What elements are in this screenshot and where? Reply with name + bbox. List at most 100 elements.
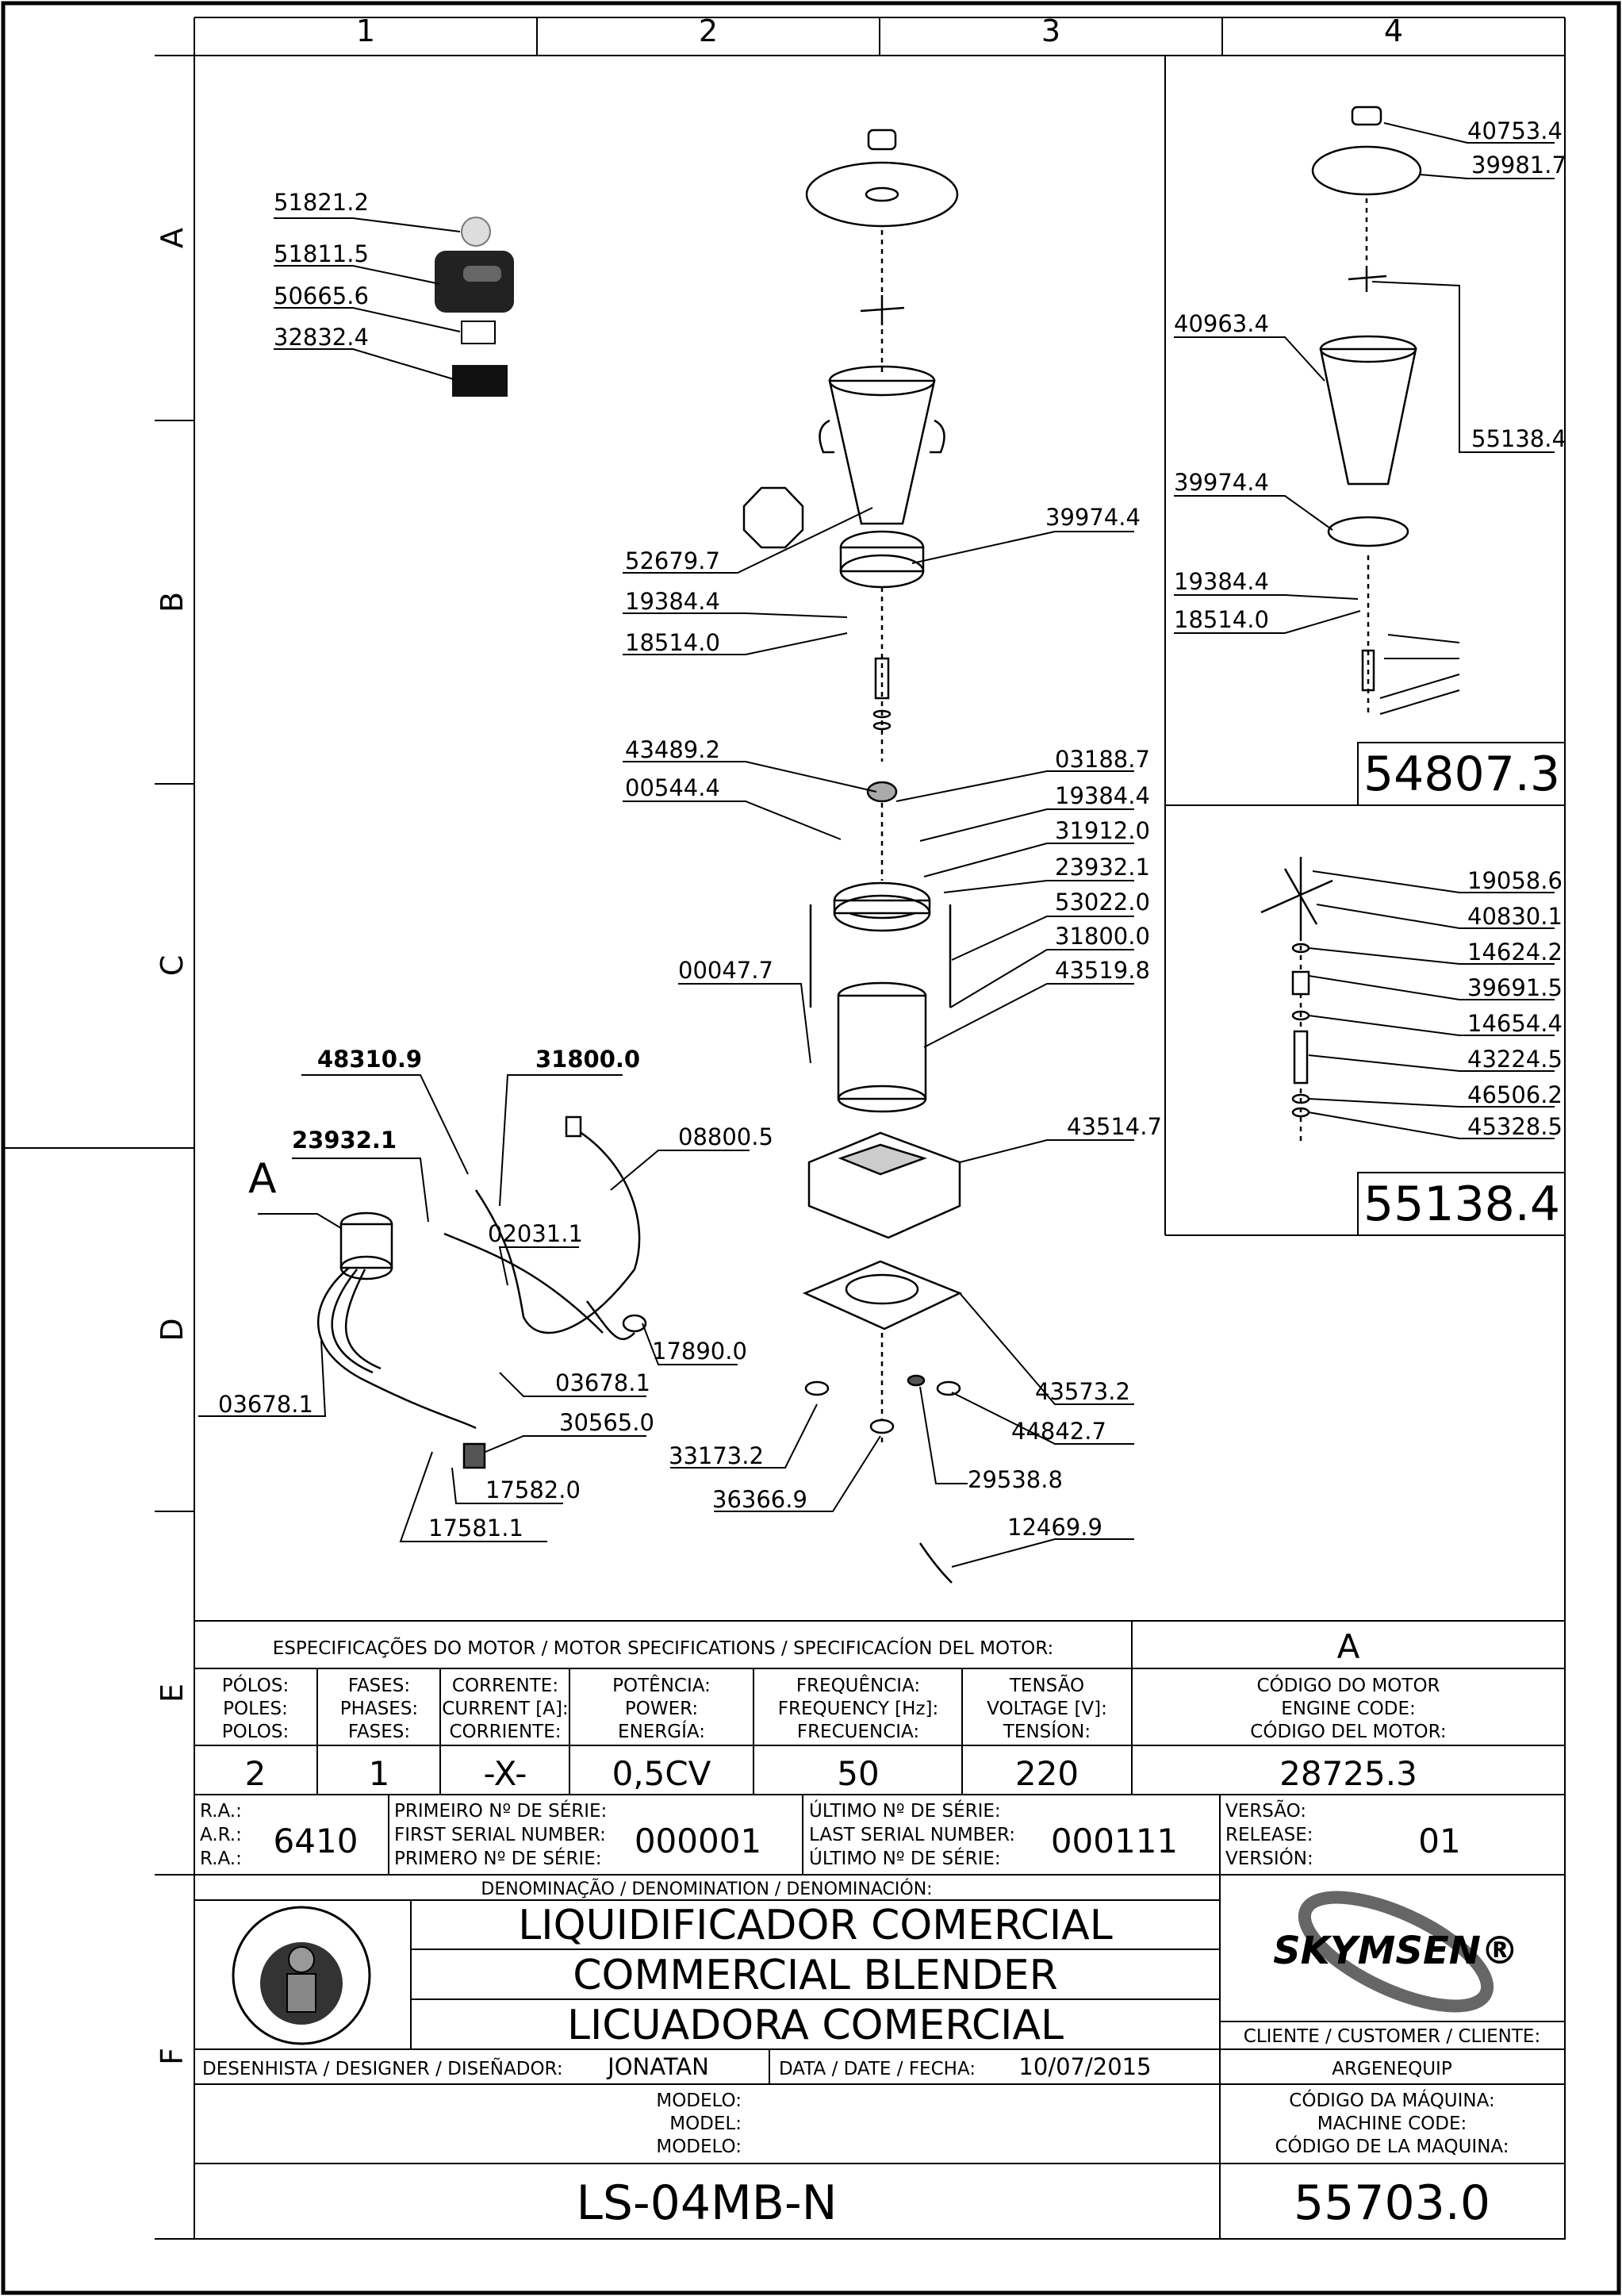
frequency-label-es: FRECUENCIA: (797, 1722, 919, 1742)
main-callouts: 39974.4 52679.7 19384.4 18514.0 43489.2 … (625, 504, 1162, 1541)
callout-40963: 40963.4 (1174, 310, 1269, 337)
last-serial-value: 000111 (1051, 1822, 1178, 1860)
designer-name: JONATAN (606, 2053, 709, 2080)
authorized-service-seal (232, 1906, 371, 2045)
current-label-es: CORRIENTE: (450, 1722, 562, 1742)
callout-43489: 43489.2 (625, 736, 720, 763)
motor-spec-headers: PÓLOS: POLES: POLOS: FASES: PHASES: FASE… (222, 1674, 1447, 1742)
callout-39974-r: 39974.4 (1174, 469, 1269, 496)
row-header (3, 55, 194, 2240)
model-label-pt: MODELO: (656, 2091, 742, 2111)
voltage-value: 220 (1015, 1754, 1079, 1793)
poles-label-en: POLES: (223, 1699, 288, 1719)
engine-code-label-en: ENGINE CODE: (1281, 1699, 1416, 1719)
knob-icon (461, 217, 491, 247)
first-serial-label-es: PRIMERO Nº DE SÉRIE: (394, 1847, 602, 1869)
frequency-value: 50 (837, 1754, 879, 1793)
current-label-en: CURRENT [A]: (442, 1699, 568, 1719)
callout-39981: 39981.7 (1471, 152, 1566, 179)
power-label-pt: POTÊNCIA: (612, 1674, 711, 1696)
row-label-e: E (155, 1684, 190, 1703)
right-top-illustration (1311, 106, 1422, 714)
panel-parts-illustration (435, 217, 514, 397)
last-serial-label-pt: ÚLTIMO Nº DE SÉRIE: (809, 1799, 1001, 1822)
callout-31800-w: 31800.0 (535, 1046, 640, 1073)
current-label-pt: CORRENTE: (452, 1676, 558, 1696)
machine-code-label-pt: CÓDIGO DA MÁQUINA: (1289, 2089, 1494, 2111)
wiring-callouts: 48310.9 31800.0 23932.1 08800.5 02031.1 … (218, 1046, 773, 1542)
callout-39974: 39974.4 (1045, 504, 1141, 531)
callout-17582: 17582.0 (485, 1476, 581, 1503)
skymsen-logo: SKYMSEN® (1273, 1891, 1519, 2013)
callout-43224: 43224.5 (1467, 1046, 1563, 1073)
callout-19384-r: 19384.4 (1174, 568, 1269, 595)
column-header (194, 17, 1566, 56)
brand-name: SKYMSEN® (1273, 1929, 1519, 1973)
version-label-en: RELEASE: (1225, 1825, 1313, 1845)
callout-08800: 08800.5 (678, 1123, 773, 1150)
column-label-1: 1 (356, 13, 375, 48)
machine-code-label-en: MACHINE CODE: (1317, 2114, 1467, 2134)
row-label-a: A (155, 228, 190, 248)
designer-label: DESENHISTA / DESIGNER / DISEÑADOR: (202, 2057, 563, 2079)
phases-label-en: PHASES: (340, 1699, 418, 1719)
callout-03678-a: 03678.1 (555, 1369, 650, 1396)
callout-36366: 36366.9 (712, 1486, 807, 1513)
title-block-lines (194, 1875, 1565, 2239)
callout-45328: 45328.5 (1467, 1113, 1563, 1140)
callout-55138: 55138.4 (1471, 425, 1566, 452)
phases-label-es: FASES: (348, 1722, 410, 1742)
machine-code-label-es: CÓDIGO DE LA MAQUINA: (1275, 2135, 1509, 2157)
engine-code-label-es: CÓDIGO DEL MOTOR: (1250, 1720, 1446, 1742)
power-value: 0,5CV (612, 1754, 711, 1793)
date-value: 10/07/2015 (1018, 2053, 1151, 2080)
label-sticker-icon (461, 321, 496, 344)
row-label-d: D (155, 1318, 190, 1341)
poles-label-es: POLOS: (222, 1722, 289, 1742)
ra-label-2: A.R.: (200, 1825, 242, 1845)
detail-label-a: A (248, 1155, 277, 1203)
model-value: LS-04MB-N (577, 2175, 838, 2231)
callout-40753: 40753.4 (1467, 117, 1563, 144)
callout-31800: 31800.0 (1055, 923, 1150, 950)
first-serial-label-en: FIRST SERIAL NUMBER: (394, 1825, 606, 1845)
switch-icon (452, 365, 508, 397)
row-label-c: C (155, 955, 190, 977)
poles-value: 2 (245, 1754, 266, 1793)
callout-00544: 00544.4 (625, 774, 720, 801)
right-top-leader-lines (1174, 122, 1555, 715)
denomination-label: DENOMINAÇÃO / DENOMINATION / DENOMINACIÓ… (481, 1878, 932, 1899)
callout-03188: 03188.7 (1055, 746, 1150, 773)
wiring-leader-lines (198, 1074, 750, 1542)
callout-43519: 43519.8 (1055, 957, 1150, 984)
column-label-4: 4 (1384, 13, 1403, 48)
machine-code-value: 55703.0 (1294, 2175, 1490, 2231)
motor-version-letter: A (1337, 1627, 1360, 1666)
callout-39691: 39691.5 (1467, 974, 1563, 1001)
callout-40830: 40830.1 (1467, 903, 1563, 930)
callout-23932: 23932.1 (1055, 854, 1150, 881)
callout-48310: 48310.9 (317, 1046, 422, 1073)
callout-02031: 02031.1 (488, 1220, 583, 1247)
poles-label-pt: PÓLOS: (222, 1674, 289, 1696)
row-labels: A B C D E F (155, 228, 190, 2065)
voltage-label-es: TENSÍON: (1003, 1720, 1091, 1742)
row-label-b: B (155, 592, 190, 612)
callout-52679: 52679.7 (625, 547, 720, 574)
engine-code-label-pt: CÓDIGO DO MOTOR (1256, 1674, 1440, 1696)
power-label-en: POWER: (625, 1699, 698, 1719)
name-en: COMMERCIAL BLENDER (573, 1952, 1058, 1999)
ra-label-3: R.A.: (200, 1849, 242, 1869)
callout-46506: 46506.2 (1467, 1081, 1563, 1108)
current-value: -X- (484, 1754, 527, 1793)
callout-14624: 14624.2 (1467, 939, 1563, 966)
first-serial-value: 000001 (635, 1822, 761, 1860)
callout-17581: 17581.1 (428, 1515, 523, 1542)
right-panels-frame (1164, 56, 1566, 1236)
motor-spec-values: 2 1 -X- 0,5CV 50 220 28725.3 (245, 1754, 1417, 1793)
model-label-es: MODELO: (656, 2137, 742, 2157)
power-label-es: ENERGÍA: (618, 1720, 705, 1742)
voltage-label-pt: TENSÃO (1009, 1674, 1084, 1696)
frequency-label-pt: FREQUÊNCIA: (796, 1674, 920, 1696)
